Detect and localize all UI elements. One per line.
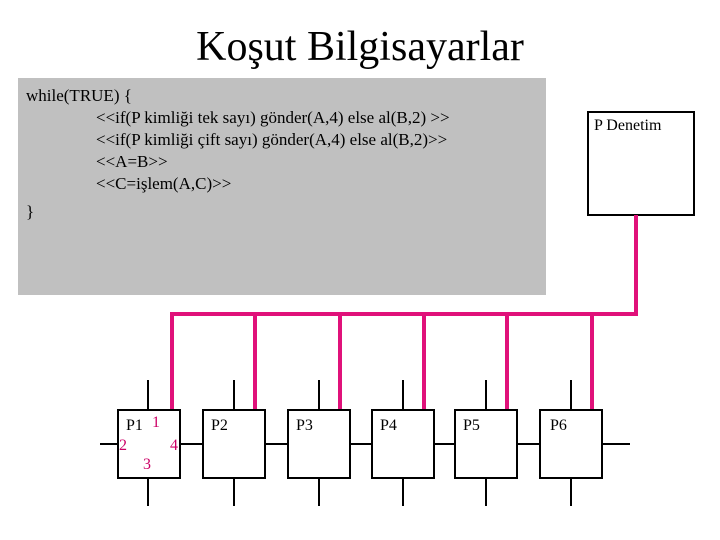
code-box: while(TRUE) { <<if(P kimliği tek sayı) g… bbox=[18, 78, 546, 295]
processor-box-p4 bbox=[371, 409, 435, 479]
processor-label-p6: P6 bbox=[550, 417, 567, 434]
control-unit-box bbox=[587, 111, 695, 216]
code-line-close: } bbox=[26, 202, 35, 221]
processor-label-p4: P4 bbox=[380, 417, 397, 434]
code-line-even-send: <<if(P kimliği çift sayı) gönder(A,4) el… bbox=[96, 130, 448, 149]
port-label-3: 3 bbox=[143, 456, 151, 473]
port-label-1: 1 bbox=[152, 414, 160, 431]
interconnect-bus bbox=[170, 215, 638, 410]
mesh-links bbox=[100, 380, 630, 506]
code-line-compute: <<C=işlem(A,C)>> bbox=[96, 174, 232, 193]
port-label-2: 2 bbox=[119, 437, 127, 454]
code-line-assign: <<A=B>> bbox=[96, 152, 168, 171]
port-label-4: 4 bbox=[170, 437, 178, 454]
code-line-odd-send: <<if(P kimliği tek sayı) gönder(A,4) els… bbox=[96, 108, 450, 127]
page-title: Koşut Bilgisayarlar bbox=[196, 24, 524, 70]
code-line-while: while(TRUE) { bbox=[26, 86, 132, 105]
processor-label-p3: P3 bbox=[296, 417, 313, 434]
processor-label-p1: P1 bbox=[126, 417, 143, 434]
processor-label-p2: P2 bbox=[211, 417, 228, 434]
processor-label-p5: P5 bbox=[463, 417, 480, 434]
control-unit-label: P Denetim bbox=[594, 117, 662, 134]
